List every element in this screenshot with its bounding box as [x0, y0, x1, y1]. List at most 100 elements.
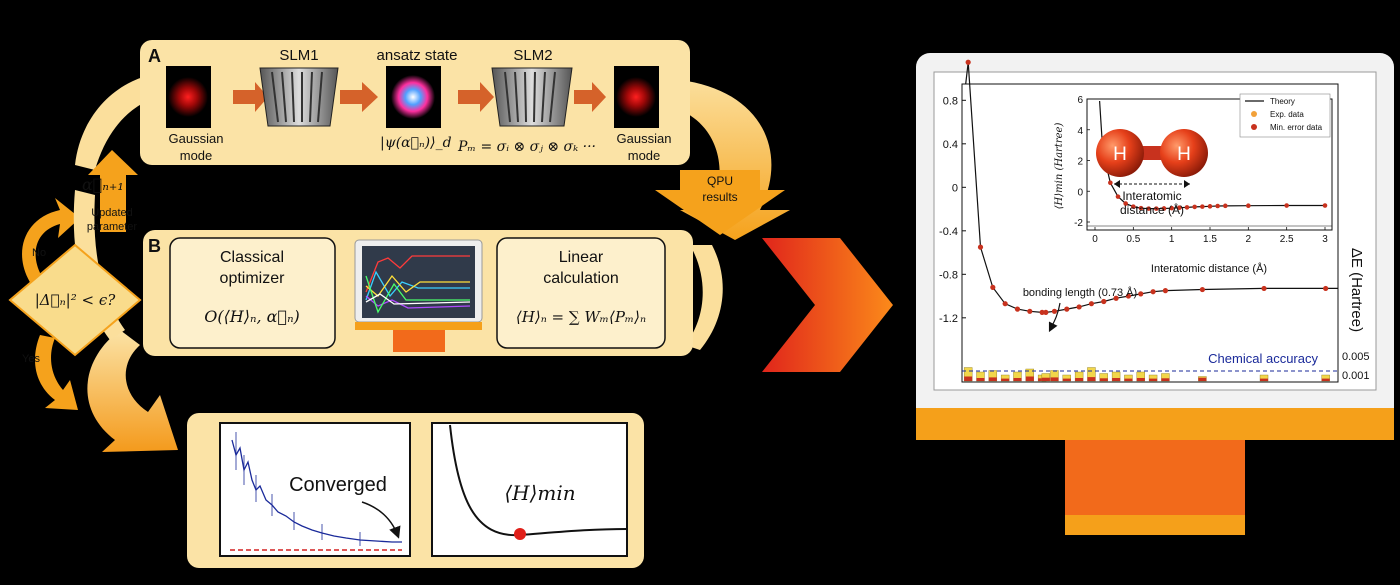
main-error-bar-red — [1050, 377, 1059, 381]
main-data-point — [1101, 298, 1107, 305]
main-error-bar-red — [1136, 378, 1145, 381]
decision-diamond: |Δ⃗ₙ|² < ϵ? — [8, 243, 142, 357]
slm1-label: SLM1 — [279, 47, 318, 64]
main-error-bar-red — [1062, 378, 1071, 381]
gaussian-input-label-2: mode — [180, 148, 213, 163]
main-error-bar-red — [988, 377, 997, 381]
gaussian-input-label-1: Gaussian — [169, 131, 224, 146]
update-up-arrow — [88, 150, 138, 232]
updated-label-1: Updated — [91, 207, 133, 219]
main-data-point — [1323, 285, 1329, 292]
loop-left-arc — [75, 75, 150, 170]
no-label: No — [32, 247, 46, 259]
main-data-point — [1125, 293, 1132, 299]
bond-annotation-arrow — [1048, 302, 1061, 333]
ansatz-label: ansatz state — [377, 47, 458, 64]
inset-x-tick-label: 2 — [1246, 234, 1252, 245]
converged-arrow — [361, 501, 401, 539]
condition-label: |Δ⃗ₙ|² < ϵ? — [35, 291, 117, 309]
main-error-bar-red — [1099, 378, 1108, 381]
slm2-label: SLM2 — [513, 47, 552, 64]
distance-label-2: distance (Å) — [1120, 202, 1184, 217]
inset-data-point — [1177, 205, 1182, 211]
inset-x-tick-label: 0 — [1092, 234, 1098, 245]
bond-annotation: bonding length (0.73 Å) — [1023, 286, 1137, 299]
monitor-traces — [365, 255, 471, 314]
inset-data-point — [1138, 205, 1144, 211]
inset-y-tick-label: 4 — [1077, 126, 1083, 137]
converged-label: Converged — [289, 474, 387, 496]
panel-a-letter: A — [148, 46, 161, 66]
convergence-plot — [219, 422, 411, 557]
main-error-bar-red — [964, 376, 973, 381]
right-tick-1: 0.005 — [1342, 351, 1370, 363]
main-data-point — [1199, 286, 1205, 293]
main-error-bar-red — [1321, 378, 1330, 381]
inset-x-tick-label: 0.5 — [1126, 234, 1140, 245]
monitor-foot — [1065, 515, 1245, 535]
main-data-points — [965, 59, 1329, 315]
main-data-point — [977, 244, 984, 250]
main-error-bars — [963, 367, 1330, 382]
distance-label-1: Interatomic — [1122, 189, 1181, 203]
legend-min: Min. error data — [1270, 123, 1323, 132]
atom-h1-label: H — [1113, 144, 1127, 165]
gaussian-output-label-1: Gaussian — [617, 131, 672, 146]
panel-b: B Classical optimizer O(⟨H⟩ₙ, α⃗ₙ) Linea… — [143, 230, 693, 356]
arrow-to-slm2 — [458, 82, 494, 112]
inset-data-point — [1131, 204, 1136, 209]
inset-data-point — [1322, 203, 1328, 208]
right-tick-2: 0.001 — [1342, 370, 1370, 382]
inset-x-tick-label: 1 — [1169, 234, 1175, 245]
inset-data-point — [1284, 203, 1289, 208]
chemical-accuracy-label: Chemical accuracy — [1208, 351, 1318, 366]
main-error-bar-red — [1041, 377, 1050, 381]
optimizer-formula: O(⟨H⟩ₙ, α⃗ₙ) — [204, 307, 300, 326]
convergence-trace — [231, 439, 402, 543]
inset-data-point — [1246, 203, 1251, 209]
inset-data-point — [1207, 204, 1213, 209]
inset-data-point — [1223, 203, 1228, 209]
alpha-next-label: α⃗ₙ₊₁ — [82, 175, 124, 194]
inset-legend: Theory Exp. data Min. error data — [1239, 93, 1331, 138]
main-data-point — [1076, 304, 1082, 310]
main-error-bar-red — [1149, 378, 1158, 381]
inset-x-label: Interatomic distance (Å) — [1151, 262, 1267, 275]
main-y-ticks: 0.80.40-0.4-0.8-1.2 — [939, 95, 966, 325]
main-error-bar-red — [1001, 378, 1010, 381]
pm-label: Pₘ = σᵢ ⊗ σⱼ ⊗ σₖ ··· — [457, 139, 596, 155]
legend-exp-swatch — [1251, 111, 1257, 117]
main-data-point — [1261, 285, 1267, 292]
inset-data-point — [1192, 204, 1197, 210]
main-error-bar-red — [1260, 378, 1269, 381]
legend-theory: Theory — [1270, 97, 1295, 106]
feedback-loop — [22, 75, 790, 452]
qpu-down-arrow — [655, 170, 785, 235]
arrow-to-ansatz — [340, 82, 378, 112]
loop-bottom-left — [73, 190, 125, 340]
main-error-bar-red — [1124, 378, 1133, 381]
gaussian-output-spot — [616, 77, 656, 117]
slm2-pattern — [504, 71, 556, 123]
main-data-point — [1138, 291, 1144, 297]
arrow-to-output — [574, 82, 606, 112]
monitor-neck — [1065, 440, 1245, 515]
linear-formula: ⟨H⟩ₙ = ∑ Wₘ⟨Pₘ⟩ₙ — [516, 308, 646, 326]
optimizer-label-2: optimizer — [220, 270, 286, 287]
inset-data-point — [1146, 206, 1151, 211]
inset-x-tick-label: 3 — [1322, 234, 1328, 245]
inset-frame — [1086, 98, 1333, 231]
main-plot-frame — [961, 83, 1339, 383]
ansatz-spot — [391, 75, 435, 119]
inset-data-point — [1115, 194, 1121, 199]
legend-min-swatch — [1251, 124, 1257, 130]
main-error-bar-red — [1161, 378, 1170, 381]
linear-label-1: Linear — [559, 249, 604, 266]
main-data-point — [1039, 309, 1045, 315]
arrow-to-slm1 — [233, 82, 268, 112]
inset-y-tick-label: 0 — [1077, 187, 1083, 198]
main-error-bar-red — [1013, 378, 1022, 381]
inset-data-point — [1169, 205, 1174, 211]
